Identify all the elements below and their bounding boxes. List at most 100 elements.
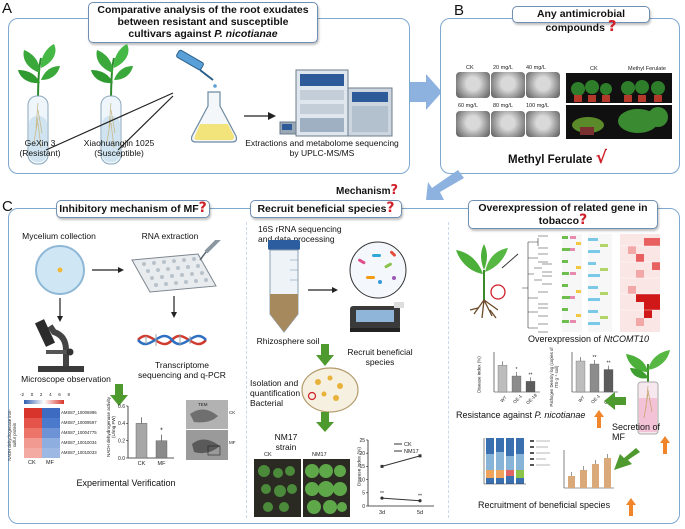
panel-a-illustration (18, 44, 393, 165)
significance-mark: ** (418, 494, 422, 500)
x-tick-label: OE-1 (590, 393, 601, 404)
significance-mark: ** (607, 361, 611, 367)
bacterial-colony-plate (301, 367, 359, 413)
bar (603, 369, 614, 393)
mycelium-label: Mycelium collection (22, 231, 96, 241)
x-tick-label: 5d (417, 510, 423, 516)
uplc-ms-instrument-icon (279, 69, 393, 137)
dish-label-60: 60 mg/L (458, 103, 478, 109)
dish-label-40: 40 mg/L (526, 65, 546, 71)
petri-dish-40 (526, 72, 560, 98)
bar (497, 365, 508, 393)
y-tick-label: 5 (362, 491, 365, 497)
heatmap-col-ck: CK (28, 460, 36, 466)
pathogen-ylabel: Pathogen Density log (copies of ITS·g⁻¹ … (549, 347, 559, 407)
panel-b-letter: B (454, 2, 465, 19)
methyl-ferulate-result: Methyl Ferulate √ (508, 148, 607, 168)
pipette-icon (199, 240, 221, 261)
x-tick-label: CK (138, 461, 146, 467)
green-arrow-left (614, 448, 640, 470)
recruit-species-title: Recruit beneficial species? (250, 200, 402, 218)
panel-c-letter: C (2, 198, 13, 215)
x-tick-label: 3d (379, 510, 385, 516)
centrifuge-tube-icon (268, 240, 300, 333)
nm17-plant-photo (254, 459, 350, 517)
rna-label: RNA extraction (141, 231, 199, 241)
significance-mark: ** (529, 372, 533, 378)
petri-dish-80 (491, 111, 525, 137)
y-tick-label: 0.6 (118, 404, 125, 410)
photo-label-ck: CK (590, 66, 598, 72)
check-mark-icon: √ (595, 148, 607, 168)
green-arrow-left (604, 392, 626, 410)
tem-mf-label: MF (229, 440, 236, 445)
pipette-icon (176, 49, 217, 88)
microscope-icon (34, 319, 84, 372)
question-mark-icon: ? (386, 200, 395, 216)
bar (155, 440, 168, 459)
mechanism-label: Mechanism? (336, 183, 399, 198)
flask-icon (190, 91, 238, 143)
question-mark-icon: ? (198, 200, 207, 216)
data-point (418, 499, 422, 503)
photo-ck-label: CK (264, 452, 272, 458)
y-tick-label: 0.2 (118, 438, 125, 444)
series-line-ck (381, 455, 421, 467)
microbes-bubble-icon (349, 241, 407, 299)
y-tick-label: 0.0 (118, 456, 125, 462)
petri-dish-60 (456, 111, 490, 137)
green-arrow-down (110, 384, 128, 406)
dna-helix-icon (137, 334, 207, 346)
recruit-illustration (268, 240, 407, 333)
question-mark-icon: ? (607, 17, 617, 35)
orange-arrow-up (594, 410, 604, 428)
y-tick-label: 15 (359, 464, 365, 470)
panel-a-letter: A (2, 0, 13, 17)
petri-dish-20 (491, 72, 525, 98)
question-mark-icon: ? (579, 212, 588, 228)
y-tick-label: 0.4 (118, 421, 125, 427)
dish-label-20: 20 mg/L (493, 65, 513, 71)
overexpression-title: Overexpression of related gene in tobacc… (468, 200, 658, 229)
data-point (418, 454, 422, 458)
x-tick-label: OE-18 (525, 392, 538, 405)
community-composition-chart (483, 438, 550, 485)
arrow-b-to-c (426, 170, 464, 200)
y-tick-label: 25 (359, 438, 365, 444)
question-mark-icon: ? (390, 183, 399, 198)
plant-in-tube-icon (626, 350, 670, 435)
arrow-to-tree (501, 253, 519, 269)
x-tick-label: MF (158, 461, 167, 467)
x-tick-label: OE-1 (512, 393, 523, 404)
tobacco-plants-photo (566, 73, 672, 139)
heatmap-ylabel: NADH dehydrogenase iron-sulfur protein (7, 409, 17, 461)
significance-mark: * (516, 367, 518, 373)
legend-label: CK (404, 442, 412, 448)
data-point (380, 496, 384, 500)
dish-label-100: 100 mg/L (526, 103, 549, 109)
tem-label: TEM (198, 402, 208, 407)
inhibitory-mechanism-title: Inhibitory mechanism of MF? (56, 200, 210, 218)
y-tick-label: 10 (359, 477, 365, 483)
sequencer-icon (350, 302, 404, 332)
bar (525, 381, 536, 393)
oe-disease-ylabel: Disease index (%) (476, 356, 482, 393)
panel-a-title: Comparative analysis of the root exudate… (88, 2, 318, 43)
x-tick-label: WT (499, 395, 508, 404)
overexpression-label: Overexpression of NtCOMT10 (528, 334, 650, 344)
petri-dish-100 (526, 111, 560, 137)
data-point (380, 464, 384, 468)
bar (135, 423, 148, 459)
orange-arrow-up (660, 436, 670, 454)
series-line-nm17 (381, 497, 421, 502)
well-plate-icon (131, 253, 217, 293)
